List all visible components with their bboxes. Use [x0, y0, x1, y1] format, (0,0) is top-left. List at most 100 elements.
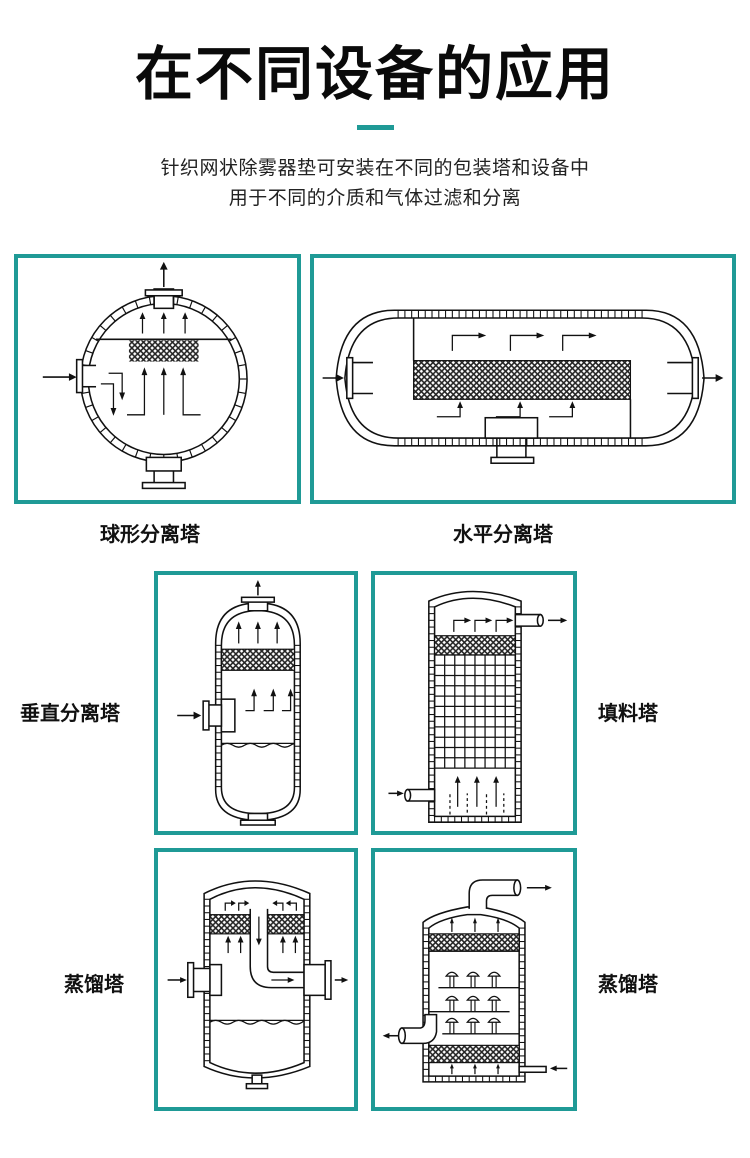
diagram-label-packed: 填料塔	[598, 701, 658, 725]
inlet-arrow-icon	[167, 977, 187, 983]
spherical-separator-diagram	[42, 261, 248, 490]
side-outlet-pipe	[397, 1013, 438, 1045]
mesh-pad-right	[266, 914, 305, 935]
wall-segments	[215, 644, 301, 788]
wall-segment	[134, 300, 139, 309]
subtitle-line-2: 用于不同的介质和气体过滤和分离	[228, 187, 522, 209]
diagram-panel-spherical	[14, 254, 301, 504]
bubble-cap	[444, 1017, 459, 1023]
flow-arrows	[100, 312, 201, 416]
bottom-nozzle	[239, 812, 276, 826]
wall-segment	[85, 349, 94, 354]
wall-segment	[221, 427, 228, 433]
bubble-cap	[487, 995, 502, 1001]
diagram-label-distillation-1: 蒸馏塔	[64, 972, 124, 996]
liquid-level	[221, 742, 296, 748]
diagram-panel-distillation-2	[371, 848, 577, 1111]
wall-segment	[228, 416, 237, 422]
top-nozzle	[144, 288, 183, 310]
horizontal-separator-diagram	[322, 309, 724, 464]
flow-arrows	[235, 621, 294, 712]
inlet-arrow-icon	[322, 374, 344, 382]
inlet-pipe	[404, 788, 436, 802]
wall-segment	[109, 436, 116, 444]
bottom-nozzle	[141, 456, 186, 490]
top-nozzle	[240, 596, 276, 612]
mesh-pad	[434, 635, 516, 656]
outlet-arrow-icon	[334, 977, 349, 983]
bubble-cap	[444, 995, 459, 1001]
vertical-separator-diagram	[177, 580, 301, 826]
bottom-nozzle	[484, 416, 539, 464]
mesh-pad	[413, 360, 632, 400]
bubble-cap-trays	[428, 971, 520, 1035]
diagram-panel-vertical	[154, 571, 358, 835]
diagram-label-spherical: 球形分离塔	[100, 522, 200, 546]
bubble-cap	[487, 971, 502, 977]
mesh-pad-bottom	[428, 1044, 520, 1064]
wall-segment	[134, 449, 139, 458]
inlet-nozzle	[346, 356, 373, 400]
diagram-panel-horizontal	[310, 254, 736, 504]
inlet-arrow-icon	[549, 1065, 568, 1072]
flow-arrows	[449, 917, 500, 1075]
right-outlet-nozzle	[303, 959, 332, 1000]
inlet-arrow-icon	[388, 790, 404, 797]
wall-segment	[234, 349, 243, 354]
diagram-panel-distillation-1	[154, 848, 358, 1111]
bubble-cap	[444, 971, 459, 977]
outlet-pipe	[514, 613, 544, 627]
wall-segments	[423, 927, 525, 1082]
wall-segment	[221, 325, 228, 331]
wall-segment	[234, 404, 243, 409]
packing-grid	[433, 654, 516, 769]
diagram-panel-packed	[371, 571, 577, 835]
wall-segment	[99, 427, 107, 433]
wall-segment	[121, 306, 127, 314]
diagram-label-distillation-2: 蒸馏塔	[598, 972, 658, 996]
flow-arrows	[449, 617, 514, 815]
title-accent-bar	[357, 125, 394, 130]
wall-segment	[189, 449, 193, 458]
page-title: 在不同设备的应用	[134, 40, 615, 108]
flow-arrows	[436, 332, 597, 418]
distillation-tower-diagram-2	[382, 879, 568, 1083]
mesh-pad	[220, 648, 296, 671]
wall-segment	[201, 444, 206, 452]
bottom-nozzle	[245, 1074, 269, 1090]
bubble-cap	[487, 1017, 502, 1023]
wall-segment	[109, 314, 116, 322]
wall-segment	[201, 306, 206, 314]
wall-segment	[148, 296, 152, 305]
distillation-tower-diagram-1	[167, 880, 349, 1090]
mesh-pad	[128, 340, 199, 362]
outlet-nozzle	[667, 356, 699, 400]
wall-segment	[91, 336, 99, 342]
wall-segment	[238, 363, 246, 367]
wall-segment	[91, 416, 99, 422]
wall-segment	[121, 444, 127, 452]
wall-segment	[85, 404, 94, 409]
inlet-nozzle	[202, 698, 236, 733]
outlet-arrow-icon	[255, 580, 261, 596]
left-inlet-nozzle	[187, 961, 223, 999]
wall-segment	[99, 325, 107, 331]
inlet-arrow-icon	[177, 711, 202, 720]
outlet-arrow-icon	[526, 884, 552, 891]
flow-arrows	[224, 900, 299, 983]
side-outlet-arrow-icon	[382, 1032, 399, 1039]
wall-segment	[176, 296, 179, 305]
wall-segments	[428, 606, 522, 823]
outlet-arrow-icon	[548, 617, 568, 624]
outlet-arrow-icon	[702, 374, 724, 382]
top-outlet-pipe	[468, 879, 522, 909]
inlet-arrow-icon	[42, 373, 77, 381]
bottom-inlet-pipe	[518, 1065, 547, 1074]
packed-tower-diagram	[388, 590, 568, 823]
diagram-label-horizontal: 水平分离塔	[453, 522, 553, 546]
diagram-label-vertical: 垂直分离塔	[20, 701, 120, 725]
mesh-pad-top	[428, 933, 520, 952]
wall-segments	[397, 310, 643, 446]
subtitle-line-1: 针织网状除雾器垫可安装在不同的包装塔和设备中	[160, 157, 590, 179]
wall-segment	[211, 314, 218, 322]
